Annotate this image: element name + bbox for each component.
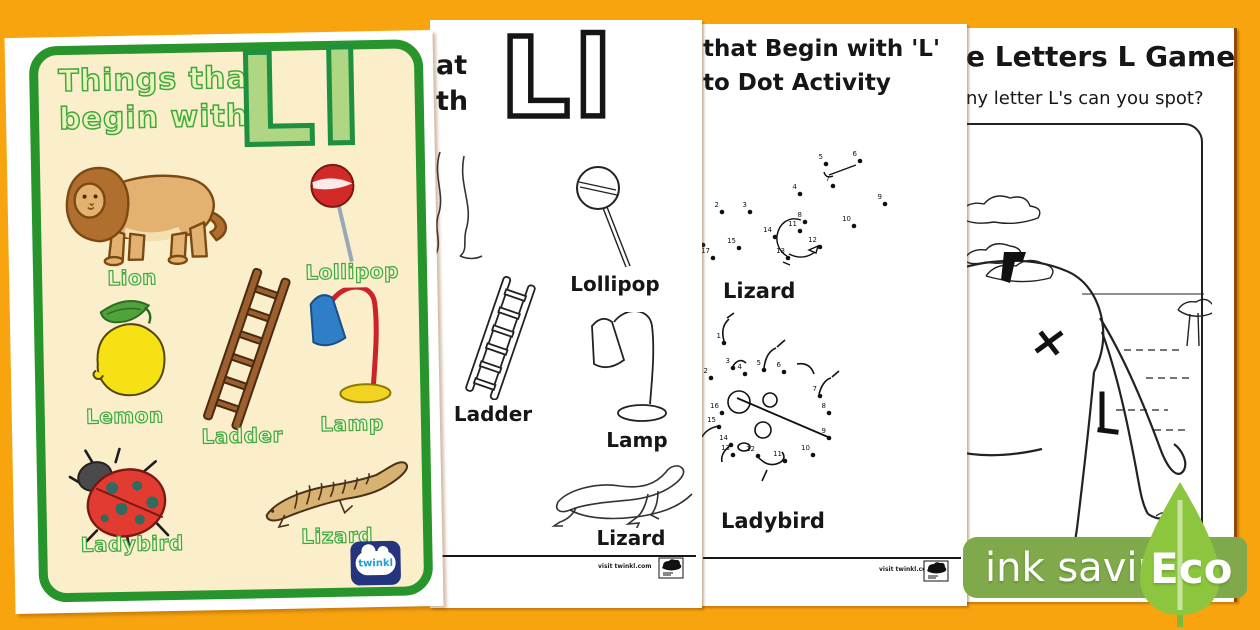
lollipop-label: Lollipop	[305, 258, 400, 285]
svg-text:8: 8	[798, 211, 802, 219]
lion-illustration	[65, 166, 228, 267]
svg-text:5: 5	[757, 359, 761, 367]
ladder-outline-label: Ladder	[453, 402, 533, 426]
lamp-illustration	[309, 286, 392, 404]
poster-title-line1: Things that	[57, 59, 264, 100]
lizard-fragment-lines	[776, 164, 857, 266]
svg-text:4: 4	[793, 183, 798, 191]
lizard-dots: 234567891011121314151617	[697, 150, 888, 261]
svg-text:15: 15	[727, 237, 736, 245]
lizard-illustration	[265, 461, 408, 529]
eco-label: Eco	[1150, 544, 1233, 593]
svg-text:14: 14	[763, 226, 772, 234]
twinkl-stamp-icon	[658, 557, 684, 579]
svg-text:5: 5	[819, 153, 823, 161]
ladder-label: Ladder	[201, 422, 284, 449]
lion-outline-partial-illustration	[435, 151, 483, 260]
svg-text:7: 7	[813, 385, 817, 393]
svg-text:8: 8	[822, 402, 826, 410]
poster: Things that begin with Ll	[28, 23, 434, 603]
lollipop-outline-illustration	[576, 166, 631, 268]
svg-text:14: 14	[719, 434, 728, 442]
eco-leaf-icon	[1140, 482, 1220, 627]
lollipop-outline-label: Lollipop	[570, 272, 660, 296]
lizard-outline-illustration	[551, 465, 693, 528]
visit-twinkl-text: visit twinkl.com	[879, 566, 933, 573]
worksheet-poster-sheet: Things that begin with Ll	[4, 23, 444, 615]
svg-text:3: 3	[743, 201, 747, 209]
svg-text:15: 15	[707, 416, 716, 424]
svg-text:7: 7	[826, 175, 830, 183]
worksheet-letters-game: e Letters L Game ny letter L's can you s…	[950, 28, 1237, 602]
svg-text:2: 2	[715, 201, 719, 209]
lizard-outline-label: Lizard	[596, 526, 666, 550]
lamp-outline-label: Lamp	[606, 428, 668, 452]
svg-text:13: 13	[776, 247, 785, 255]
svg-text:3: 3	[726, 357, 730, 365]
ladder-illustration	[203, 267, 291, 431]
twinkl-logo: twinkl	[350, 540, 402, 586]
ladybird-illustration	[68, 447, 170, 550]
twinkl-cloud-icon: twinkl	[355, 550, 396, 576]
lamp-outline-illustration	[591, 312, 667, 422]
svg-text:11: 11	[773, 450, 782, 458]
footer-divider	[703, 557, 961, 559]
svg-text:4: 4	[738, 363, 743, 371]
visit-twinkl-text: visit twinkl.com	[598, 563, 652, 570]
svg-text:11: 11	[788, 220, 797, 228]
twinkl-stamp-icon	[923, 560, 949, 582]
svg-text:16: 16	[710, 402, 719, 410]
coloring-title-fragment-1: at	[436, 50, 468, 81]
dot-to-dot-canvas: 234567891011121314151617 123456789101112…	[697, 150, 888, 482]
big-letters: Ll	[231, 23, 370, 177]
svg-text:10: 10	[801, 444, 810, 452]
ladybird-fragment-lines	[701, 312, 840, 482]
poster-title: Things that begin with	[57, 59, 264, 139]
hidden-letter-seven	[1001, 252, 1026, 283]
svg-text:12: 12	[808, 236, 817, 244]
svg-text:6: 6	[777, 361, 782, 369]
dot-page-title-line1: that Begin with 'L'	[703, 36, 940, 62]
ladybird-label: Ladybird	[80, 530, 185, 557]
footer-divider	[436, 555, 696, 557]
svg-text:9: 9	[878, 193, 882, 201]
lion-label: Lion	[107, 265, 158, 291]
ladybird-puzzle-label: Ladybird	[721, 509, 825, 533]
ladder-outline-illustration	[465, 276, 536, 400]
svg-text:17: 17	[701, 247, 710, 255]
lamp-label: Lamp	[319, 410, 384, 437]
svg-text:10: 10	[842, 215, 851, 223]
lizard-puzzle-label: Lizard	[723, 279, 796, 303]
lemon-label: Lemon	[85, 403, 164, 430]
game-subtitle: ny letter L's can you spot?	[966, 88, 1204, 109]
worksheet-coloring: at th Ll Lollipop	[430, 11, 702, 608]
svg-text:2: 2	[704, 367, 708, 375]
game-title: e Letters L Game	[966, 40, 1236, 73]
svg-text:13: 13	[721, 444, 730, 452]
lemon-illustration	[92, 299, 166, 397]
svg-text:12: 12	[746, 445, 755, 453]
poster-title-line2: begin with	[58, 98, 249, 138]
lollipop-illustration	[310, 163, 355, 262]
svg-text:1: 1	[717, 332, 721, 340]
dot-page-title-line2: to Dot Activity	[703, 70, 891, 96]
svg-text:6: 6	[853, 150, 858, 158]
coloring-title-fragment-2: th	[436, 86, 469, 117]
svg-text:9: 9	[822, 427, 826, 435]
big-letters-outline: Ll	[497, 11, 616, 145]
twinkl-logo-text: twinkl	[358, 557, 394, 569]
